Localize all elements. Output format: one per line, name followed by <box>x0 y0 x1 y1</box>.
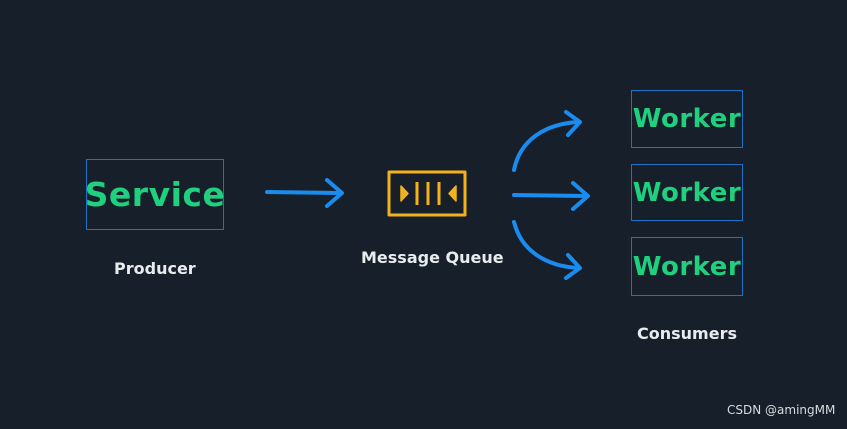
worker-box-2: Worker <box>631 164 743 221</box>
worker-text-1: Worker <box>632 104 742 134</box>
arrow-queue-to-worker-3 <box>512 220 582 280</box>
worker-box-1: Worker <box>631 90 743 148</box>
producer-service-box: Service <box>84 159 226 230</box>
worker-text-2: Worker <box>632 177 742 208</box>
message-queue-label: Message Queue <box>361 248 504 267</box>
worker-text-3: Worker <box>632 251 742 282</box>
message-queue-icon <box>387 170 467 217</box>
producer-label: Producer <box>114 259 196 278</box>
worker-box-3: Worker <box>631 237 743 296</box>
arrow-producer-to-queue <box>265 178 344 208</box>
arrow-queue-to-worker-1 <box>512 110 582 172</box>
watermark: CSDN @amingMM <box>727 403 836 417</box>
consumers-label: Consumers <box>637 324 737 343</box>
service-text: Service <box>84 175 226 214</box>
arrow-queue-to-worker-2 <box>512 181 590 211</box>
